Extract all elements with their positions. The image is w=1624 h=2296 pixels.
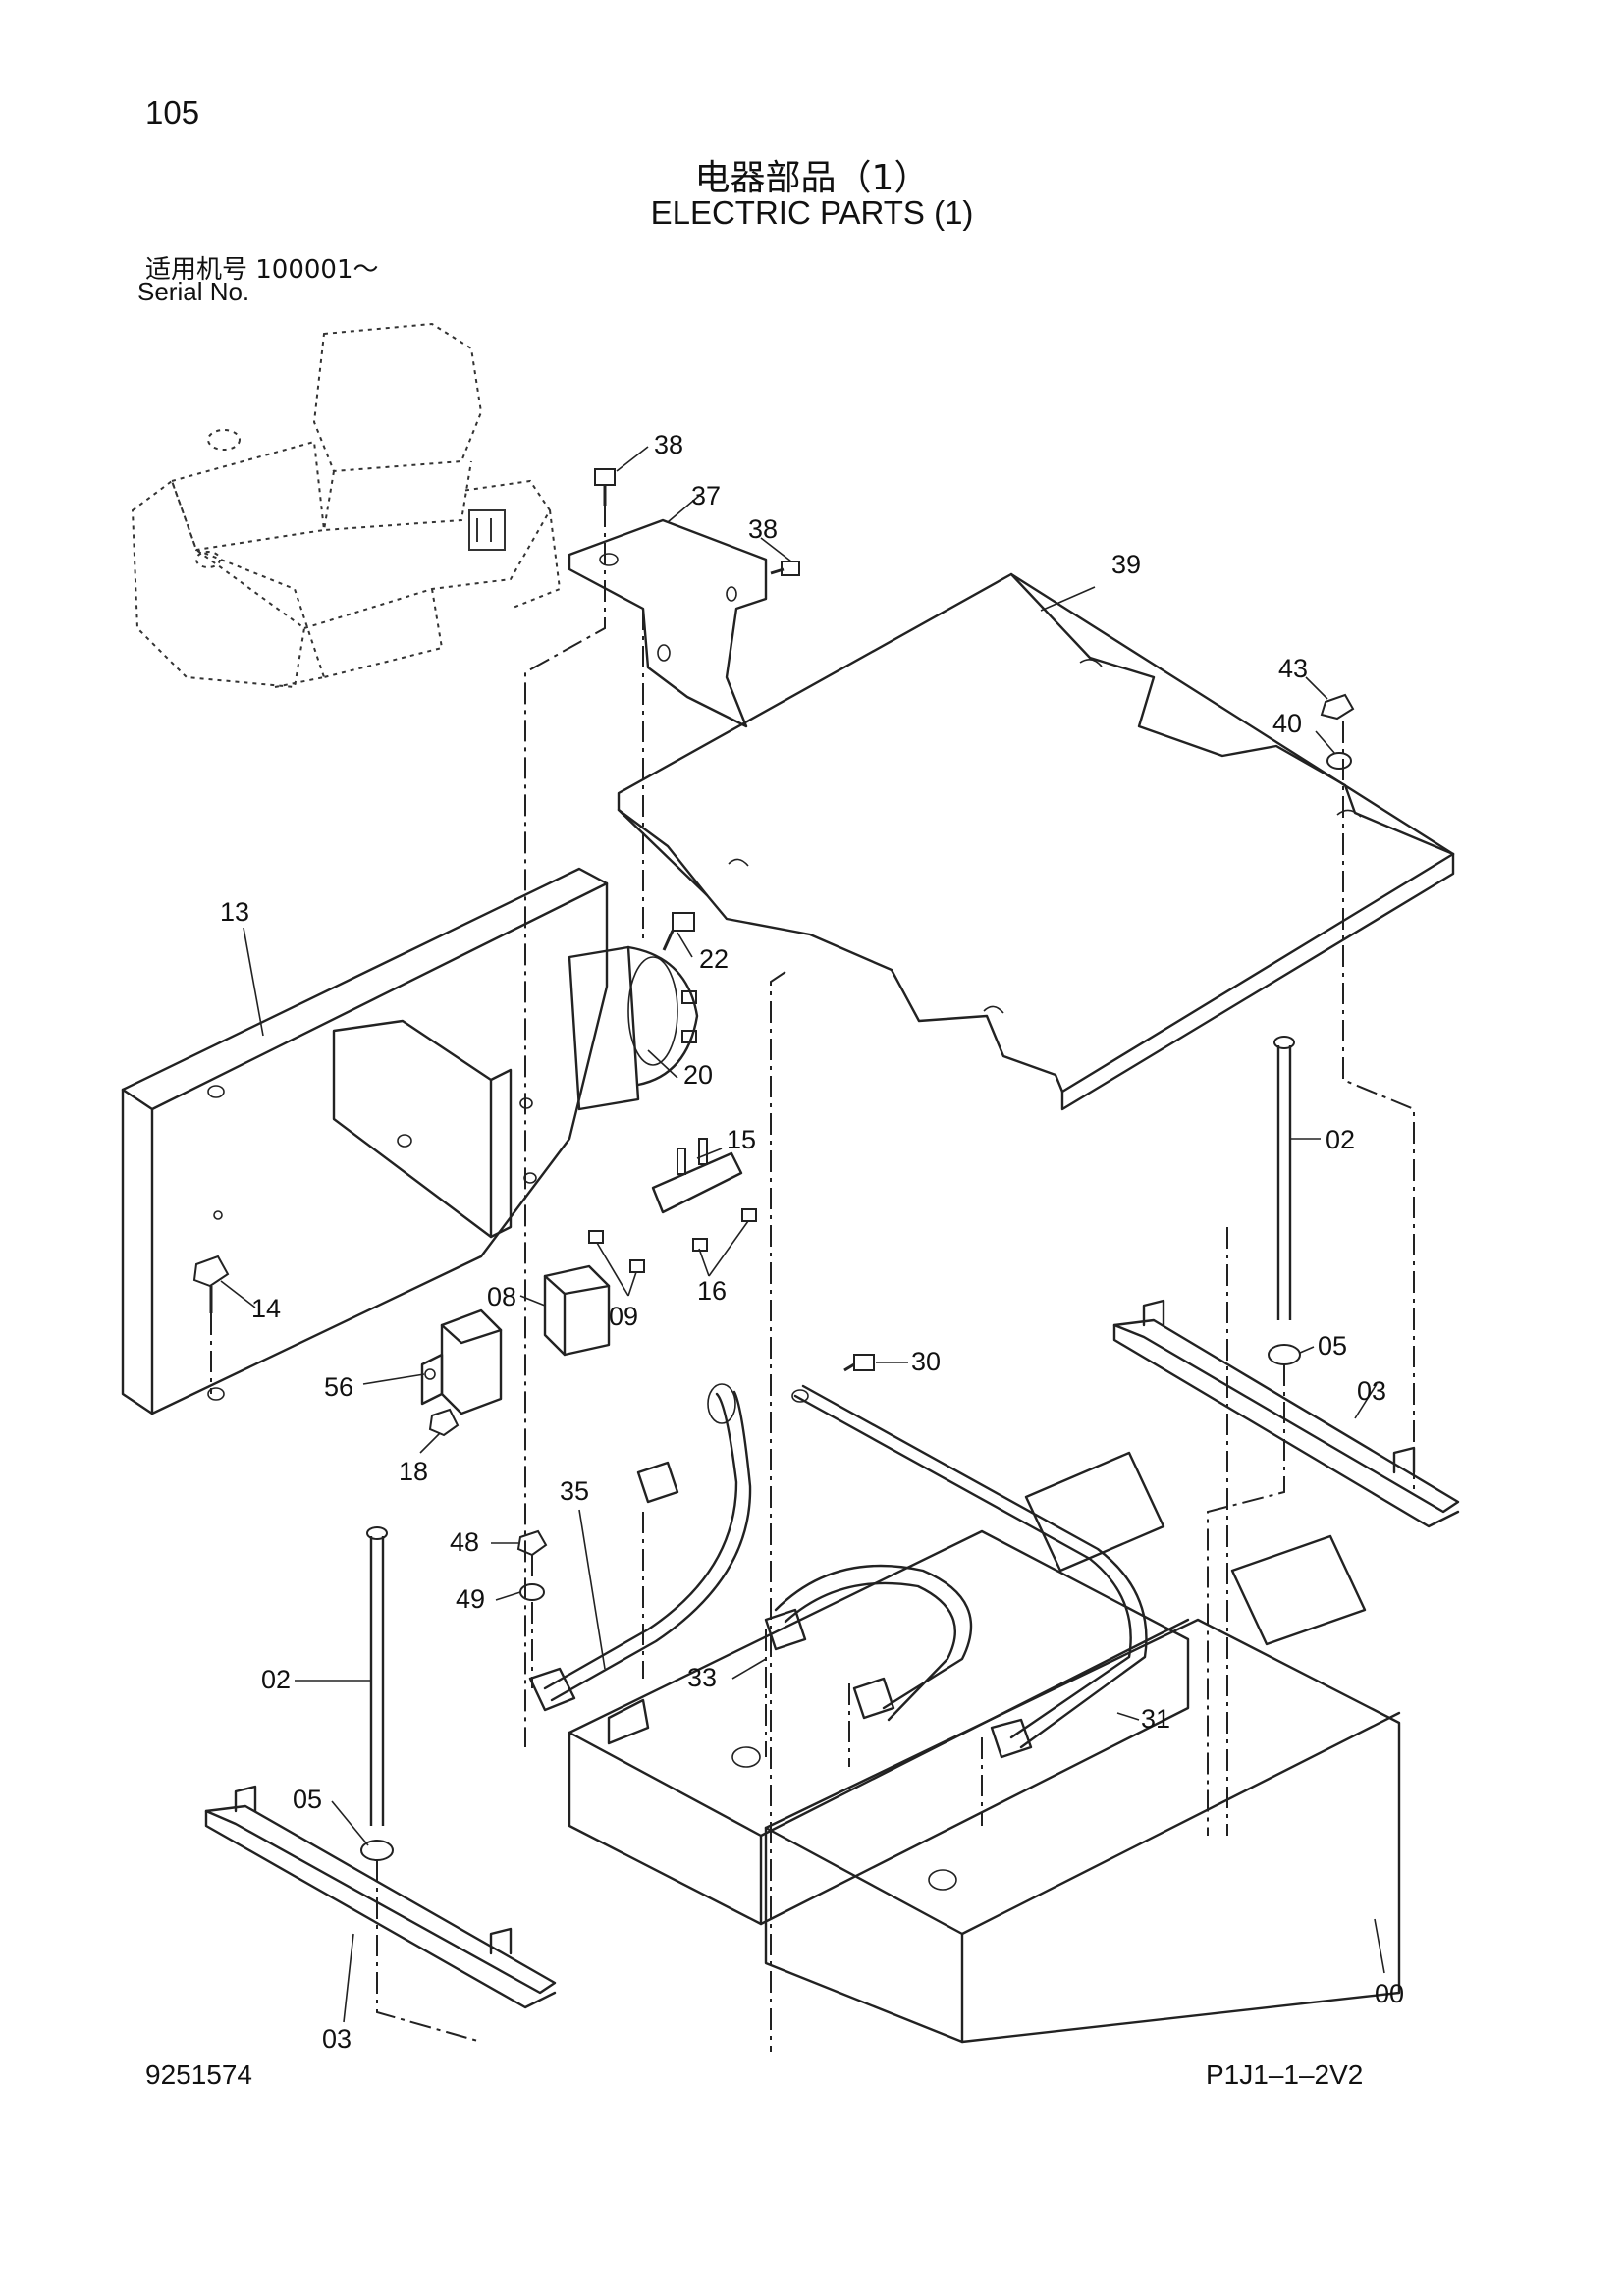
callout-18: 18	[399, 1457, 428, 1486]
terminal-bracket-15	[651, 1138, 743, 1214]
callout-05-left: 05	[293, 1785, 322, 1814]
page-code: P1J1–1–2V2	[1206, 2059, 1364, 2090]
bolt-14	[192, 1255, 230, 1313]
callout-56: 56	[324, 1372, 353, 1402]
callout-00: 00	[1375, 1979, 1404, 2008]
mounting-panel-13	[121, 867, 609, 1415]
callout-22: 22	[699, 944, 729, 974]
hold-down-rod-right	[1273, 1036, 1295, 1320]
callout-35: 35	[560, 1476, 589, 1506]
callout-03-left: 03	[322, 2024, 352, 2054]
bolt-18	[428, 1408, 460, 1437]
page-number: 105	[145, 94, 200, 131]
battery-cover-plate	[617, 572, 1455, 1111]
washer-49	[519, 1583, 545, 1601]
callout-43: 43	[1278, 654, 1308, 683]
battery-cable-31	[791, 1384, 1148, 1759]
callout-40: 40	[1272, 709, 1302, 738]
callout-09: 09	[609, 1302, 638, 1331]
title-english: ELECTRIC PARTS (1)	[650, 194, 974, 231]
callout-31: 31	[1141, 1704, 1170, 1734]
callout-02-right: 02	[1326, 1125, 1355, 1154]
callout-20: 20	[683, 1060, 713, 1090]
relay-08	[543, 1264, 611, 1357]
ground-cable-35	[528, 1383, 752, 1712]
callout-08: 08	[487, 1282, 516, 1311]
hold-down-rod-left	[366, 1526, 388, 1826]
callout-leader-lines	[220, 446, 1385, 2023]
callout-02-left: 02	[261, 1665, 291, 1694]
callout-38-side: 38	[748, 514, 778, 544]
jumper-cable-33	[764, 1564, 973, 1722]
serial-label-chinese: 适用机号 100001～	[145, 255, 379, 285]
document-number: 9251574	[145, 2059, 253, 2090]
nut-43	[1320, 693, 1355, 721]
hold-down-bar-right	[1112, 1299, 1460, 1528]
relay-56	[420, 1308, 503, 1415]
bolts-16	[692, 1208, 757, 1252]
callout-03-right: 03	[1357, 1376, 1386, 1406]
callout-37: 37	[691, 481, 721, 510]
bracket-37	[568, 518, 768, 728]
assembly-centerlines	[210, 506, 1415, 2052]
title-chinese: 电器部品（1）	[694, 158, 930, 198]
bolt-30	[843, 1354, 875, 1372]
callout-14: 14	[251, 1294, 281, 1323]
bolts-09	[588, 1230, 645, 1273]
callout-30: 30	[911, 1347, 941, 1376]
hold-down-bar-left	[204, 1785, 557, 2009]
callout-16: 16	[697, 1276, 727, 1306]
callout-38-top: 38	[654, 430, 683, 459]
nut-48	[516, 1529, 548, 1557]
battery-left	[568, 1451, 1190, 1926]
machine-outline-illustration	[131, 322, 562, 689]
callout-49: 49	[456, 1584, 485, 1614]
callout-33: 33	[687, 1663, 717, 1692]
battery-right	[731, 1534, 1401, 2044]
washer-05-right	[1268, 1344, 1301, 1365]
callout-39: 39	[1111, 550, 1141, 579]
bolt-38-top	[594, 468, 616, 506]
callout-15: 15	[727, 1125, 756, 1154]
serial-label-english: Serial No.	[137, 277, 250, 306]
callout-numbers: 38 37 38 39 43 40 13 22 20 15 16 02 14 0…	[220, 430, 1404, 2054]
callout-48: 48	[450, 1527, 479, 1557]
callout-05-right: 05	[1318, 1331, 1347, 1361]
callout-13: 13	[220, 897, 249, 927]
horn-20	[568, 945, 699, 1111]
bolt-22	[662, 912, 695, 951]
washer-40	[1326, 752, 1352, 770]
bolt-38-side	[770, 561, 800, 576]
